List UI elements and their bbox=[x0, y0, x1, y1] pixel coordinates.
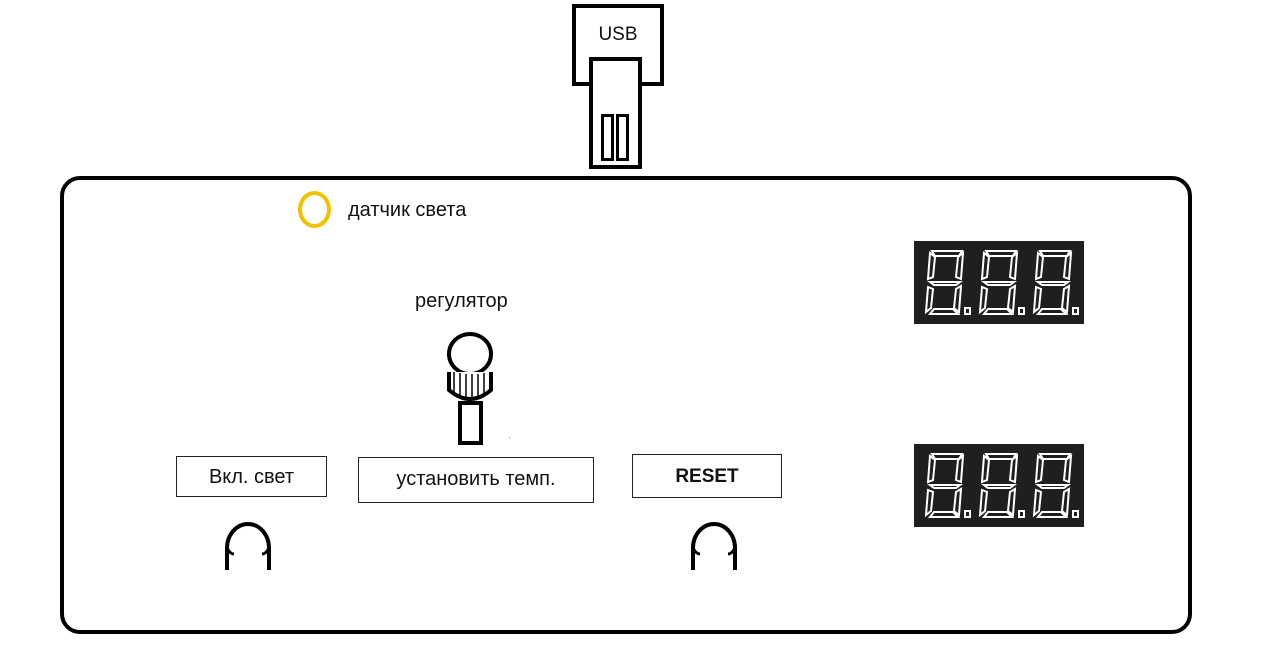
segment bbox=[1038, 453, 1072, 460]
segment bbox=[926, 454, 937, 484]
segment bbox=[930, 250, 964, 257]
segment bbox=[978, 285, 989, 315]
segment bbox=[927, 511, 961, 518]
segment bbox=[952, 487, 963, 517]
segment bbox=[1035, 484, 1071, 489]
light-sensor-label: датчик света bbox=[348, 199, 467, 221]
decimal-point bbox=[1072, 307, 1079, 315]
segment bbox=[981, 308, 1015, 315]
segment bbox=[926, 251, 937, 281]
segment bbox=[1035, 281, 1071, 286]
light-sensor-icon bbox=[298, 191, 331, 228]
seven-segment-display-top bbox=[914, 241, 1084, 324]
segment bbox=[981, 484, 1017, 489]
segment bbox=[1032, 488, 1043, 518]
decimal-point bbox=[964, 307, 971, 315]
segment bbox=[1008, 453, 1019, 484]
seven-segment-display-bottom bbox=[914, 444, 1084, 527]
segment bbox=[1032, 285, 1043, 315]
segment bbox=[1060, 284, 1071, 314]
segment bbox=[980, 454, 991, 484]
segment bbox=[1006, 284, 1017, 314]
regulator-knob[interactable] bbox=[440, 330, 510, 445]
segment bbox=[1035, 308, 1069, 315]
segment bbox=[984, 453, 1018, 460]
segment bbox=[954, 250, 965, 281]
segment bbox=[1034, 454, 1045, 484]
segment bbox=[930, 453, 964, 460]
regulator-label: регулятор bbox=[415, 290, 508, 312]
decimal-point bbox=[1018, 307, 1025, 315]
usb-pin bbox=[601, 114, 614, 161]
reset-pushbutton-icon[interactable] bbox=[686, 510, 742, 574]
segment bbox=[952, 284, 963, 314]
segment bbox=[1062, 250, 1073, 281]
segment bbox=[980, 251, 991, 281]
segment bbox=[984, 250, 1018, 257]
segment bbox=[978, 488, 989, 518]
segment bbox=[1008, 250, 1019, 281]
usb-plug bbox=[589, 57, 642, 169]
set-temp-button[interactable]: установить темп. bbox=[358, 457, 594, 503]
decimal-point bbox=[964, 510, 971, 518]
decimal-point bbox=[1018, 510, 1025, 518]
segment bbox=[1034, 251, 1045, 281]
segment bbox=[1038, 250, 1072, 257]
segment bbox=[927, 308, 961, 315]
segment bbox=[954, 453, 965, 484]
light-on-button[interactable]: Вкл. свет bbox=[176, 456, 327, 497]
decimal-point bbox=[1072, 510, 1079, 518]
segment bbox=[981, 511, 1015, 518]
segment bbox=[924, 488, 935, 518]
segment bbox=[927, 484, 963, 489]
light-pushbutton-icon[interactable] bbox=[220, 510, 276, 574]
segment bbox=[1035, 511, 1069, 518]
usb-label: USB bbox=[598, 24, 638, 45]
usb-pin bbox=[616, 114, 629, 161]
segment bbox=[924, 285, 935, 315]
reset-button[interactable]: RESET bbox=[632, 454, 782, 498]
segment bbox=[1062, 453, 1073, 484]
segment bbox=[927, 281, 963, 286]
segment bbox=[1006, 487, 1017, 517]
segment bbox=[1060, 487, 1071, 517]
segment bbox=[981, 281, 1017, 286]
